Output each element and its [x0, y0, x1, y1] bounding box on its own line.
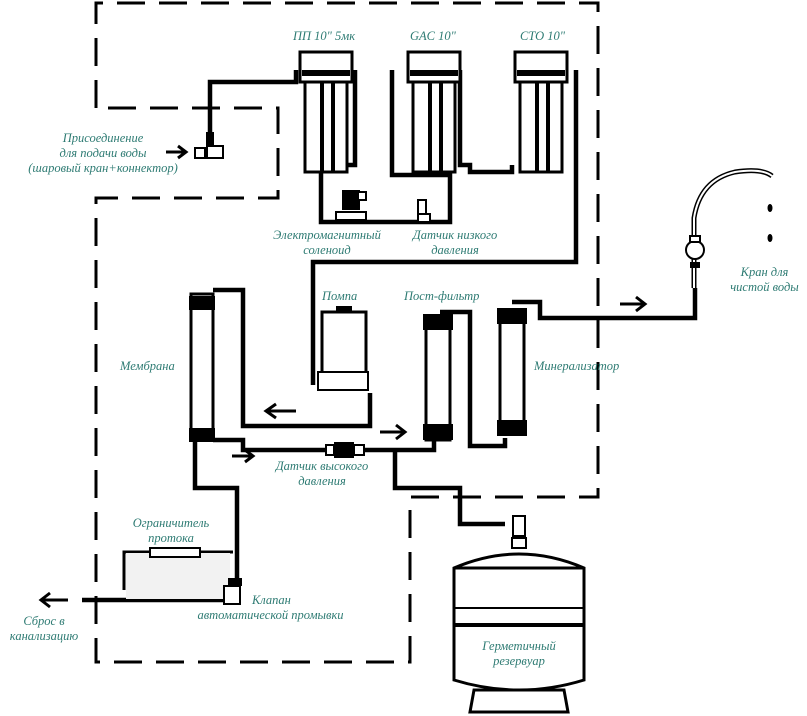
label-inlet: Присоединение для подачи воды (шаровый к… [28, 131, 178, 175]
filter-housing-pp-icon [298, 50, 354, 174]
high-pressure-switch-icon [325, 442, 365, 458]
solenoid-valve-icon [335, 190, 367, 221]
label-prefilter-gac: GAC 10" [410, 29, 456, 43]
flow-restrictor-area [126, 553, 230, 599]
label-membrane: Мембрана [120, 359, 175, 373]
mineralizer-cartridge-icon [497, 308, 527, 436]
flow-arrow-icon [620, 295, 648, 313]
label-storage-tank: Герметичный резервуар [482, 639, 556, 668]
flow-arrow-icon [38, 591, 68, 609]
inlet-ball-valve-icon [194, 132, 224, 159]
label-solenoid: Электромагнитный соленоид [273, 228, 381, 257]
flow-arrow-icon [166, 144, 189, 160]
label-high-pressure-switch: Датчик высокого давления [275, 459, 369, 488]
membrane-housing-icon [189, 292, 215, 442]
pipes [82, 70, 698, 603]
filter-housing-cto-icon [513, 50, 569, 174]
label-drain: Сброс в канализацию [9, 614, 79, 643]
flow-arrow-icon [263, 402, 296, 420]
label-flow-restrictor: Ограничитель протока [132, 516, 210, 545]
flow-arrows [38, 144, 648, 609]
label-low-pressure-switch: Датчик низкого давления [412, 228, 498, 257]
postfilter-cartridge-icon [423, 314, 453, 442]
flow-arrow-icon [380, 423, 408, 441]
filter-housing-gac-icon [406, 50, 462, 174]
storage-tank-icon [452, 515, 586, 714]
label-flush-valve: Клапан автоматической промывки [197, 593, 344, 622]
low-pressure-switch-icon [417, 199, 431, 223]
label-mineralizer: Минерализатор [534, 359, 620, 373]
label-faucet: Кран для чистой воды [730, 265, 799, 294]
flush-valve-icon [223, 578, 242, 605]
flow-arrow-icon [232, 448, 256, 464]
label-pump: Помпа [322, 289, 358, 303]
faucet-icon [685, 168, 774, 288]
pump-icon [317, 306, 369, 391]
label-postfilter: Пост-фильтр [404, 289, 480, 303]
label-prefilter-cto: CTO 10" [520, 29, 565, 43]
dashed-enclosure [94, 1, 600, 664]
label-prefilter-pp: ПП 10" 5мк [293, 29, 356, 43]
flow-restrictor-icon [149, 547, 201, 558]
